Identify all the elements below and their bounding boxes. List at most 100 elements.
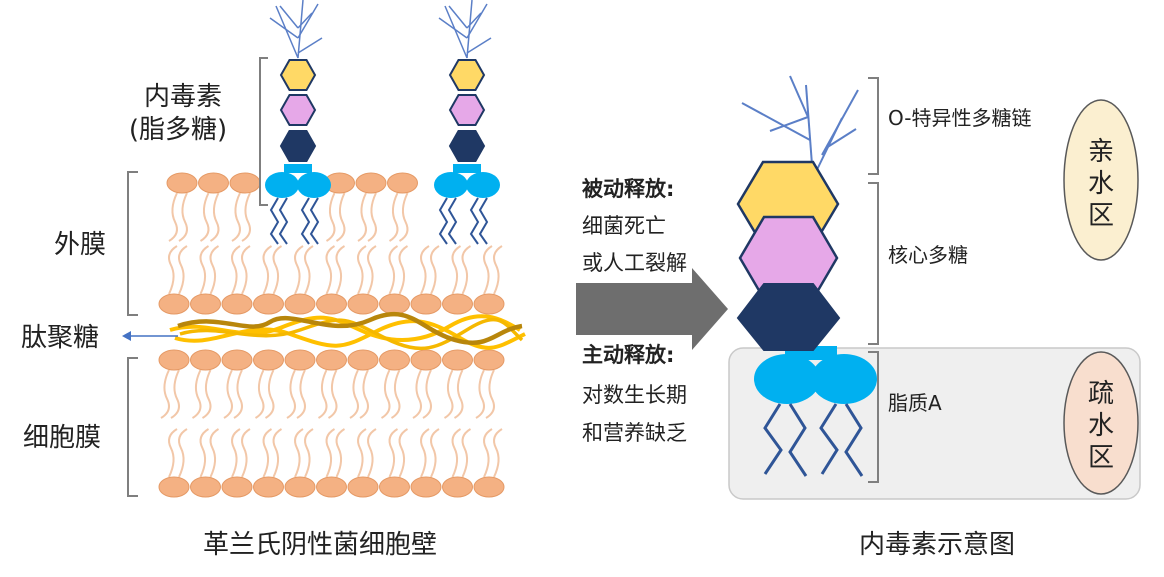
lipid-head <box>442 293 473 315</box>
lipid-tail <box>199 192 210 242</box>
hydrophilic-label-char-2: 水 <box>1088 169 1114 199</box>
core-polysaccharide-label: 核心多糖 <box>888 243 968 267</box>
lipid-tail <box>286 369 296 419</box>
lipid-tail <box>272 245 283 295</box>
release-arrow <box>576 268 728 350</box>
lipid-a-label: 脂质A <box>888 391 942 415</box>
lipid-a-head-right <box>811 354 877 404</box>
core-hexagon-navy <box>736 283 841 351</box>
lipid-head <box>253 349 284 371</box>
lipid-a-bracket <box>868 351 879 483</box>
lipid-tail <box>201 369 212 419</box>
lipid-tail <box>335 428 346 478</box>
passive-release-line1: 细菌死亡 <box>582 214 666 238</box>
lps-branch <box>466 37 492 54</box>
lipid-head <box>158 293 190 315</box>
lipid-head <box>253 476 284 498</box>
lipid-tail <box>430 428 440 478</box>
endotoxin-bracket <box>259 57 268 206</box>
outer-membrane-label: 外膜 <box>54 230 106 260</box>
lipid-head <box>347 293 379 315</box>
lipid-tail <box>160 369 170 419</box>
lps-molecule-left <box>265 0 331 245</box>
lipid-tail <box>357 428 367 478</box>
lps-branch <box>297 3 319 39</box>
active-release-line2: 和营养缺乏 <box>582 421 687 445</box>
o-antigen-bracket <box>868 77 879 175</box>
cell-membrane-bracket <box>127 357 138 497</box>
lipid-tail <box>170 369 180 419</box>
lipid-tail <box>335 192 346 242</box>
lipid-tail <box>325 428 336 478</box>
lipid-head <box>221 476 253 498</box>
lipid-tail <box>367 245 377 295</box>
lipid-tail <box>430 245 440 295</box>
lipid-tail <box>390 369 401 419</box>
hydrophobic-label-char-1: 疏 <box>1088 379 1114 409</box>
lps-hexagon <box>448 59 486 91</box>
lipid-tail <box>304 428 314 478</box>
lipid-head <box>355 172 387 194</box>
lipid-tail <box>272 428 283 478</box>
hydrophobic-region-oval <box>1063 351 1139 495</box>
outer-membrane-bracket <box>127 171 138 316</box>
lps-tail <box>469 197 480 245</box>
lps-tail <box>438 197 449 245</box>
lipid-head <box>410 349 442 371</box>
lipid-tail <box>178 192 188 242</box>
lipid-head <box>284 349 316 371</box>
lipid-tail <box>325 245 336 295</box>
lipid-tail <box>199 245 210 295</box>
lipid-tail <box>485 369 495 419</box>
lps-hexagon <box>448 130 486 162</box>
lipid-tail <box>241 428 251 478</box>
lipid-tail <box>168 192 178 242</box>
lipid-head <box>190 349 221 371</box>
cell-membrane-label: 细胞膜 <box>23 423 101 453</box>
lipid-tail <box>451 245 462 295</box>
lps-hexagon <box>279 59 317 91</box>
lps-branch <box>297 12 313 29</box>
lipid-head <box>229 172 261 194</box>
lps-branch <box>466 3 488 39</box>
lipid-tail <box>223 369 233 419</box>
o-antigen-label: O-特异性多糖链 <box>888 106 1032 130</box>
hydrophobic-label-char-3: 区 <box>1088 443 1114 473</box>
lipid-tail <box>483 245 493 295</box>
lps-branch <box>275 5 299 59</box>
lipid-heads <box>158 172 505 498</box>
lipid-tail <box>178 428 188 478</box>
lipid-head <box>253 293 284 315</box>
lipid-tail <box>493 428 503 478</box>
lipid-tail <box>335 245 346 295</box>
lipid-a-tail-right-2 <box>844 403 864 477</box>
lipid-tail <box>199 428 210 478</box>
lipid-tail <box>304 245 314 295</box>
lps-branch <box>466 12 482 29</box>
lps-branch <box>297 0 304 59</box>
lipid-tail <box>388 245 399 295</box>
lipid-tail <box>325 192 336 242</box>
active-release-line1: 对数生长期 <box>582 383 687 407</box>
lipid-tail <box>388 428 399 478</box>
lipid-a-tail-left <box>763 403 783 475</box>
peptidoglycan-arrow-head <box>122 331 131 341</box>
lipid-tail <box>398 245 409 295</box>
lps-branch <box>438 17 468 39</box>
hydrophobic-label-char-2: 水 <box>1088 411 1114 441</box>
passive-release-line2: 或人工裂解 <box>582 251 687 275</box>
lps-tail <box>309 197 320 245</box>
lps-molecule-right <box>434 0 500 245</box>
lipid-tail <box>359 369 369 419</box>
lps-hexagon <box>279 130 317 162</box>
lipid-head <box>347 476 379 498</box>
lps-branch <box>448 5 468 29</box>
lipid-head <box>410 476 442 498</box>
lipid-tail <box>451 428 462 478</box>
lipid-tail <box>264 369 275 419</box>
hydrophilic-label-char-1: 亲 <box>1088 137 1114 167</box>
lipid-head <box>442 476 473 498</box>
lps-head <box>297 172 331 198</box>
lipid-head <box>379 476 410 498</box>
lps-linker <box>284 164 312 173</box>
